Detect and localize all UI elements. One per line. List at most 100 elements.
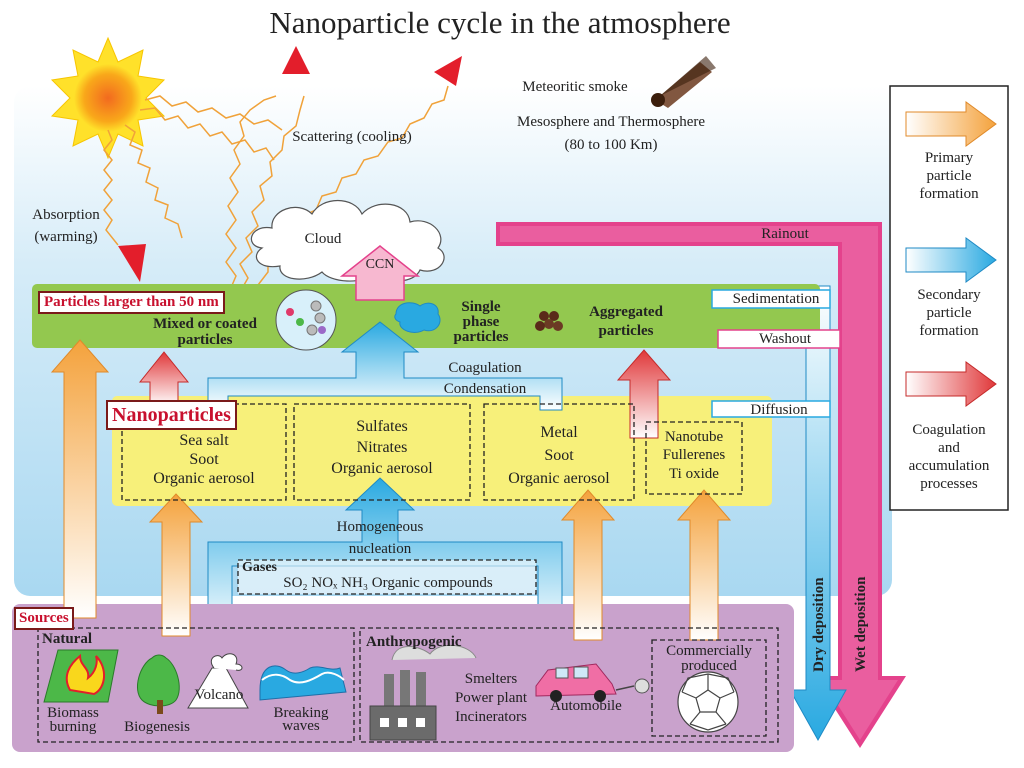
nanoparticles-band	[112, 396, 772, 506]
factory-icon	[369, 644, 477, 741]
wet-deposition-label: Wet deposition	[853, 576, 869, 672]
nanoparticles-title: Nanoparticles	[106, 400, 237, 430]
ccn-label: CCN	[365, 257, 395, 272]
sedimentation-arrow	[711, 289, 831, 309]
nano-box2-line1: Sulfates	[356, 418, 408, 435]
biomass-label: Biomass	[47, 705, 99, 721]
legend-coagulation-label: Coagulation	[912, 422, 986, 438]
absorption-label-2: (warming)	[34, 229, 98, 245]
primary-arrow-natural-large	[50, 339, 110, 619]
scattered-ray-head-1	[282, 46, 310, 74]
gases-box	[238, 560, 536, 594]
homogeneous-nucleation-label: Homogeneous	[336, 519, 424, 535]
cloud-label: Cloud	[304, 231, 342, 247]
nano-box4-line2: Fullerenes	[662, 447, 726, 463]
nano-box1-line1: Sea salt	[179, 432, 229, 449]
homogeneous-nucleation-label-2: nucleation	[348, 541, 412, 557]
aggregated-label: Aggregated	[589, 304, 663, 320]
smelters-label: Smelters	[464, 671, 518, 687]
condensation-label: Condensation	[443, 381, 527, 397]
breaking-waves-label: Breaking	[273, 705, 329, 721]
nano-box-engineered	[645, 421, 743, 495]
mixed-particle-icon	[275, 289, 337, 351]
legend-coagulation-label-2: and	[938, 440, 960, 456]
gases-title: Gases	[242, 560, 277, 575]
dry-deposition-label: Dry deposition	[811, 577, 827, 672]
absorbed-ray-head	[118, 244, 146, 282]
legend-box	[889, 85, 1009, 511]
biomass-label-2: burning	[49, 719, 97, 735]
volcano-label: Volcano	[194, 687, 244, 703]
absorption-label: Absorption	[32, 207, 100, 223]
volcano-icon	[187, 653, 249, 709]
legend-secondary-label: Secondary	[917, 287, 981, 303]
legend-secondary-arrow	[905, 237, 997, 283]
single-phase-label-2: phase	[462, 314, 500, 330]
automobile-icon	[535, 663, 650, 702]
legend-coagulation-label-4: processes	[920, 476, 978, 492]
gases-list: SO₂ NOₓ NH₃ Organic compounds	[283, 575, 493, 591]
nano-box1-line2: Soot	[189, 451, 219, 468]
nano-box-anthropogenic	[483, 403, 635, 501]
mesosphere-label: Mesosphere and Thermosphere	[517, 114, 705, 130]
legend-coagulation-label-3: accumulation	[908, 458, 990, 474]
diffusion-arrow	[711, 400, 831, 418]
sun-icon	[50, 36, 166, 160]
biomass-burning-icon	[43, 649, 119, 703]
single-phase-particle-icon	[394, 302, 441, 333]
coagulation-label: Coagulation	[448, 360, 522, 376]
natural-sources-box	[37, 627, 355, 743]
ccn-arrow	[339, 245, 421, 301]
breaking-waves-icon	[259, 665, 347, 701]
anthropogenic-label: Anthropogenic	[366, 634, 462, 650]
sources-title: Sources	[14, 607, 74, 630]
commercial-label-2: produced	[681, 658, 737, 674]
aggregated-label-2: particles	[598, 323, 654, 339]
power-plant-label: Power plant	[454, 690, 528, 706]
aggregated-particle-icon	[535, 311, 563, 331]
meteoritic-smoke-icon	[651, 56, 716, 108]
nano-box2-line3: Organic aerosol	[331, 460, 433, 477]
fullerene-icon	[677, 671, 739, 733]
legend-primary-label: Primary	[924, 150, 974, 166]
commercial-label: Commercially	[666, 643, 752, 659]
legend-primary-label-2: particle	[926, 168, 972, 184]
nano-box1-line3: Organic aerosol	[153, 470, 255, 487]
commercial-box	[651, 639, 767, 737]
automobile-label: Automobile	[550, 698, 622, 714]
nano-box-secondary	[293, 403, 471, 501]
single-phase-label-3: particles	[453, 329, 509, 345]
mixed-particles-label-2: particles	[177, 332, 233, 348]
legend-primary-arrow	[905, 101, 997, 147]
legend-primary-label-3: formation	[919, 186, 979, 202]
primary-arrow-automobile	[560, 489, 616, 641]
nano-box2-line2: Nitrates	[356, 439, 408, 456]
coagulation-arrow-right	[616, 349, 672, 439]
nano-box3-line1: Metal	[540, 424, 578, 441]
dry-deposition-arrow	[789, 285, 847, 742]
wet-deposition-arrow	[496, 222, 906, 748]
legend-coagulation-arrow	[905, 361, 997, 407]
diffusion-label: Diffusion	[750, 402, 808, 418]
meteoritic-smoke-label: Meteoritic smoke	[522, 79, 628, 95]
mesosphere-altitude-label: (80 to 100 Km)	[564, 137, 658, 153]
page-title: Nanoparticle cycle in the atmosphere	[269, 5, 731, 40]
primary-arrow-commercial	[676, 489, 732, 641]
washout-arrow	[717, 329, 841, 349]
large-particles-title: Particles larger than 50 nm	[38, 291, 225, 314]
legend-secondary-label-2: particle	[926, 305, 972, 321]
nano-box4-line3: Ti oxide	[669, 466, 719, 482]
single-phase-label: Single	[461, 299, 501, 315]
tree-icon	[137, 654, 180, 714]
mixed-particles-label: Mixed or coated	[153, 316, 257, 332]
scattered-ray-head-2	[434, 56, 462, 86]
scattering-label: Scattering (cooling)	[292, 129, 412, 145]
washout-label: Washout	[758, 331, 812, 347]
rainout-label: Rainout	[761, 226, 809, 242]
coagulation-condensation-arrow	[207, 321, 563, 411]
breaking-waves-label-2: waves	[282, 718, 320, 734]
biogenesis-label: Biogenesis	[124, 719, 190, 735]
legend-secondary-label-3: formation	[919, 323, 979, 339]
